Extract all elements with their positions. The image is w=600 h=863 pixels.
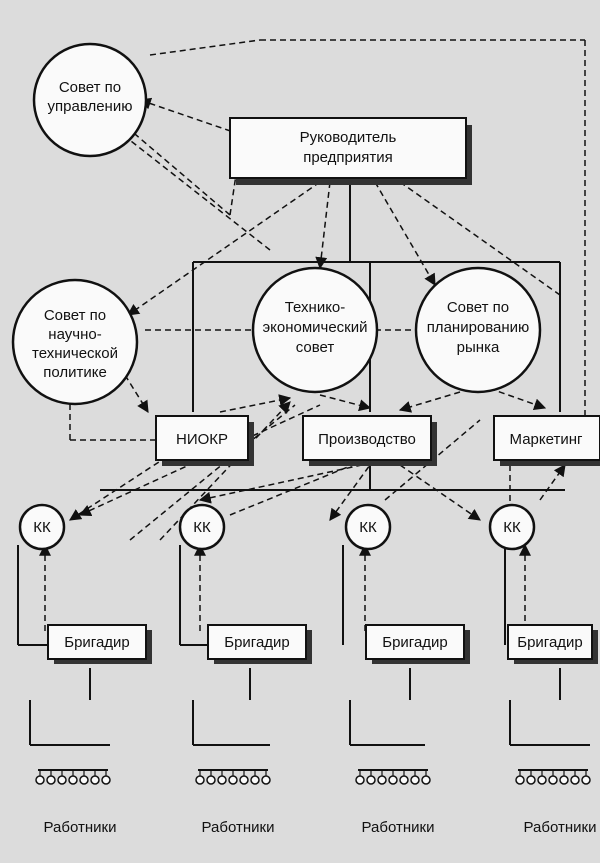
node-director: Руководитель предприятия [229,117,472,185]
worker-node [46,775,56,785]
node-council-tech-econ-line2: экономический [262,319,367,336]
workers-group-2 [195,769,271,785]
node-foreman-3-label: Бригадир [382,634,448,651]
workers-group-3 [355,769,431,785]
node-marketing: Маркетинг [493,415,600,466]
node-council-tech-econ-line3: совет [296,339,335,356]
node-kk-3-label: КК [359,519,377,536]
workers-group-4 [515,769,591,785]
worker-node [388,775,398,785]
worker-node [581,775,591,785]
hierarchy-lines [17,180,590,746]
node-marketing-label: Маркетинг [510,431,583,448]
workers-label-2: Работники [202,819,275,836]
node-foreman-3: Бригадир [365,624,470,664]
worker-node [239,775,249,785]
node-foreman-2-label: Бригадир [224,634,290,651]
workers-label-3: Работники [362,819,435,836]
node-council-management-line2: управлению [48,98,133,115]
node-kk-4-label: КК [503,519,521,536]
worker-node [570,775,580,785]
node-kk-3: КК [344,503,392,551]
node-director-line1: Руководитель [300,129,397,146]
node-council-tech-econ-line1: Технико- [285,299,346,316]
worker-node [399,775,409,785]
node-niokr: НИОКР [155,415,254,466]
node-council-science: Совет по научно- технической политике [11,278,139,406]
worker-node [206,775,216,785]
worker-node [90,775,100,785]
worker-node [79,775,89,785]
worker-node [526,775,536,785]
worker-node [559,775,569,785]
node-kk-2: КК [178,503,226,551]
worker-node [355,775,365,785]
node-council-science-line3: технической [32,345,118,362]
node-kk-4: КК [488,503,536,551]
node-council-tech-econ: Технико- экономический совет [251,266,379,394]
worker-node [377,775,387,785]
workers-label-1: Работники [44,819,117,836]
worker-node [195,775,205,785]
workers-layer [35,769,591,785]
node-council-market: Совет по планированию рынка [414,266,542,394]
node-kk-1-label: КК [33,519,51,536]
node-foreman-2: Бригадир [207,624,312,664]
workers-group-1 [35,769,111,785]
node-niokr-label: НИОКР [176,431,228,448]
worker-node [101,775,111,785]
node-council-science-line2: научно- [48,326,101,343]
node-council-management: Совет по управлению [32,42,148,158]
worker-node [548,775,558,785]
worker-node [421,775,431,785]
node-foreman-4-label: Бригадир [517,634,583,651]
worker-node [515,775,525,785]
node-foreman-4: Бригадир [507,624,598,664]
node-foreman-1-label: Бригадир [64,634,130,651]
node-council-management-line1: Совет по [59,79,121,96]
node-council-market-line2: планированию [427,319,530,336]
node-production: Производство [302,415,437,466]
node-director-line2: предприятия [303,149,393,166]
worker-node [35,775,45,785]
node-council-market-line1: Совет по [447,299,509,316]
node-council-science-line4: политике [43,364,107,381]
node-foreman-1: Бригадир [47,624,152,664]
worker-node [57,775,67,785]
node-production-label: Производство [318,431,416,448]
worker-node [537,775,547,785]
node-kk-2-label: КК [193,519,211,536]
node-kk-1: КК [18,503,66,551]
worker-node [250,775,260,785]
worker-node [261,775,271,785]
workers-label-4: Работники [524,819,597,836]
node-council-market-line3: рынка [457,339,500,356]
worker-node [68,775,78,785]
worker-node [217,775,227,785]
worker-node [228,775,238,785]
worker-node [366,775,376,785]
worker-node [410,775,420,785]
node-council-science-line1: Совет по [44,307,106,324]
